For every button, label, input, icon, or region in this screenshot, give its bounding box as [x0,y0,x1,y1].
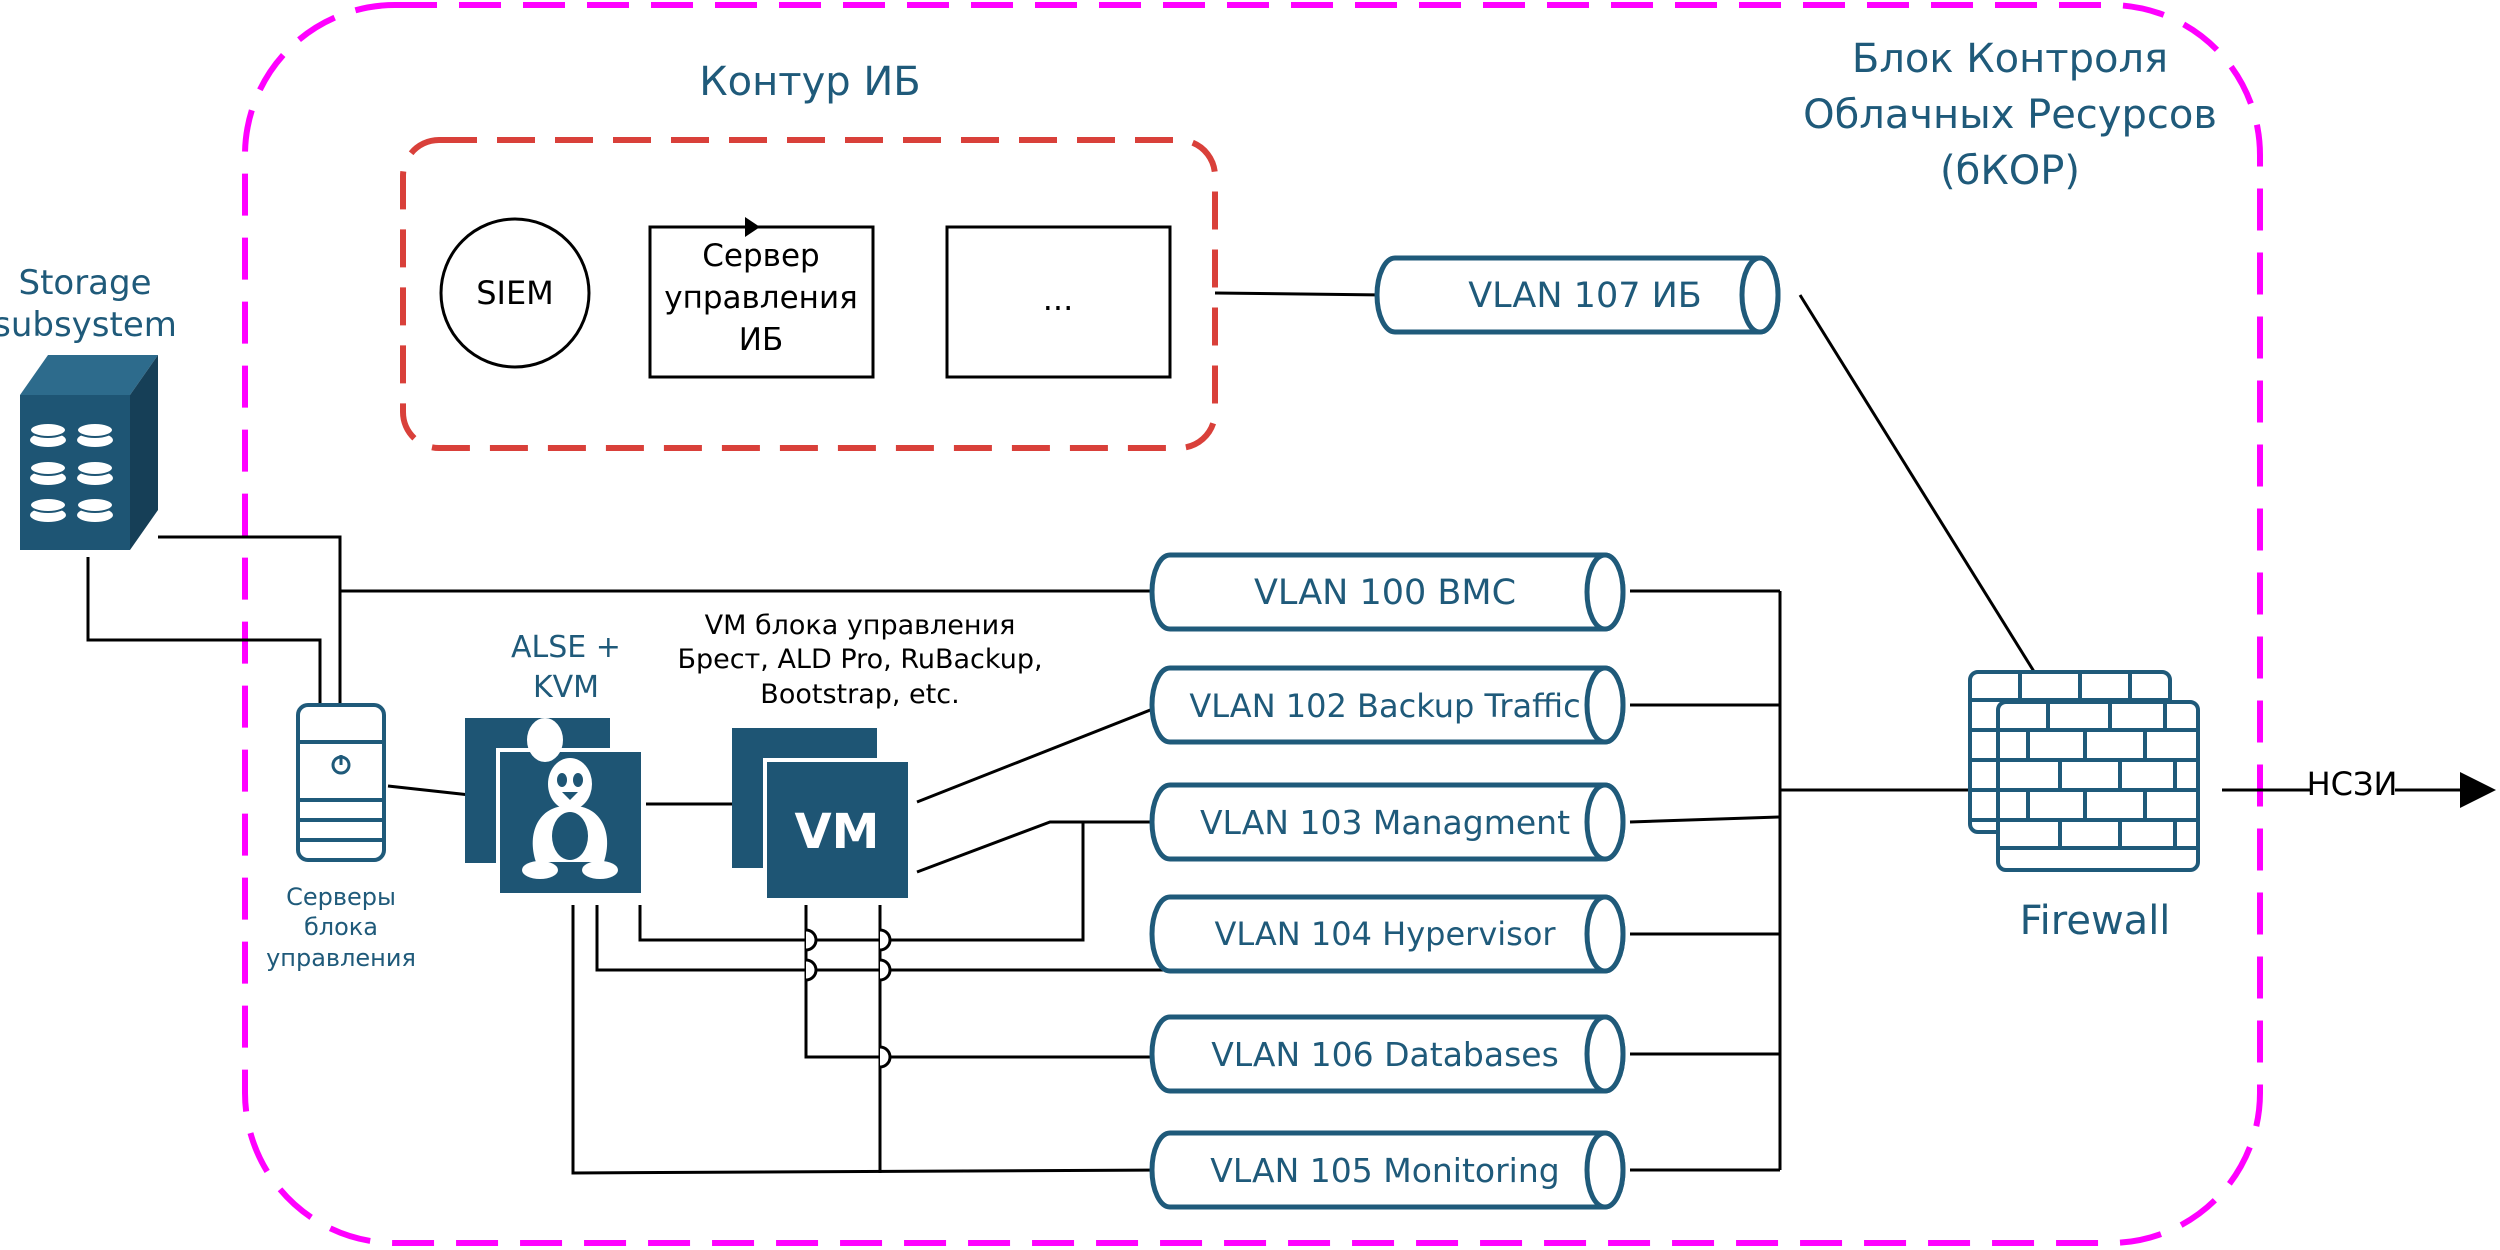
vlan-103-label: VLAN 103 Managment [1200,803,1570,842]
security-server-label-2: управления [664,280,858,316]
siem-label: SIEM [476,274,554,312]
linux-tux-icon [465,718,645,897]
vm-icon [732,728,912,902]
vlan-100-label: VLAN 100 BMC [1254,573,1516,613]
storage-array-icon [20,355,158,550]
vlan-107: VLAN 107 ИБ [1374,255,1781,335]
vlan-104-label: VLAN 104 Hypervisor [1214,915,1556,953]
outer-zone-title-2: Облачных Ресурсов [1803,92,2217,138]
security-server-label-1: Сервер [702,238,819,274]
server-tower-icon [296,703,386,862]
vlan-106: VLAN 106 Databases [1149,1014,1626,1094]
outer-zone-title-1: Блок Контроля [1852,36,2168,82]
vm-label-3: Bootstrap, etc. [760,679,959,710]
other-security-node [945,225,1172,379]
vlan-102-label: VLAN 102 Backup Traffic [1189,687,1580,725]
servers-label-2: блока [304,913,378,941]
vm-label-2: Брест, ALD Pro, RuBackup, [677,644,1042,675]
vlan-107-label: VLAN 107 ИБ [1468,276,1702,316]
security-server-label-3: ИБ [739,322,783,358]
siem-node [439,217,591,369]
hypervisor-label-1: ALSE + [511,630,621,665]
vlan-105: VLAN 105 Monitoring [1149,1130,1626,1210]
servers-label-3: управления [266,944,416,972]
firewall-brick-icon [1968,670,2200,872]
security-zone-title: Контур ИБ [699,59,920,105]
vm-label-1: VM блока управления [705,610,1016,641]
other-security-label: ... [1043,280,1074,318]
vlan-100: VLAN 100 BMC [1149,552,1626,632]
storage-label-1: Storage [18,263,151,303]
outer-zone-boundary [242,2,2263,1246]
external-label: НСЗИ [2307,765,2398,803]
security-zone-boundary [400,137,1218,451]
vlan-102: VLAN 102 Backup Traffic [1149,665,1626,745]
servers-label-1: Серверы [286,883,396,911]
connection-lines [86,291,2496,1175]
vlan-106-label: VLAN 106 Databases [1211,1035,1559,1074]
security-server-node [648,225,875,379]
vlan-103: VLAN 103 Managment [1149,782,1626,862]
storage-label-2: subsystem [0,305,177,345]
hypervisor-label-2: KVM [533,670,599,705]
outer-zone-title-3: (бКОР) [1940,148,2080,194]
firewall-label: Firewall [2020,898,2171,944]
line-crossing-hops [805,928,892,1069]
vlan-105-label: VLAN 105 Monitoring [1210,1151,1559,1190]
security-server-arrow-icon [745,217,760,237]
vm-badge: VM [795,804,880,860]
vlan-104: VLAN 104 Hypervisor [1149,894,1626,974]
